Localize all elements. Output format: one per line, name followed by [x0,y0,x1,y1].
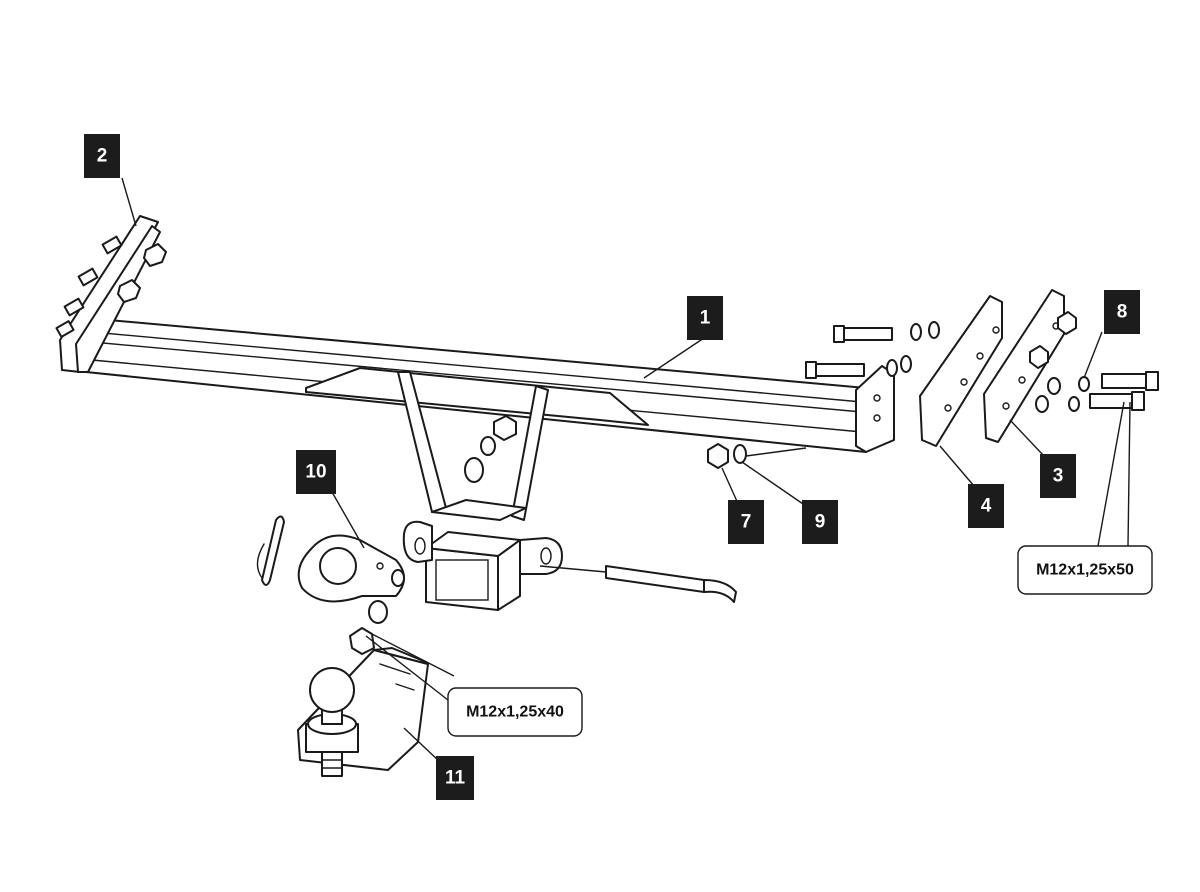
spec-label-m12x1-25x40: M12x1,25x40 [447,687,583,737]
svg-text:2: 2 [97,146,108,167]
callout-7: 7 [728,500,764,544]
svg-text:7: 7 [741,512,752,533]
nut-and-washer [707,443,807,469]
receiver-assembly [397,371,737,611]
svg-text:M12x1,25x40: M12x1,25x40 [466,704,564,721]
outer-plate-part [983,289,1077,443]
ball-mount-part [297,647,429,777]
svg-text:11: 11 [445,768,466,789]
svg-text:4: 4 [981,496,992,517]
callout-3: 3 [1040,454,1076,498]
callout-1: 1 [687,296,723,340]
upper-bolts [805,321,940,379]
socket-bracket-part [256,515,405,655]
svg-text:9: 9 [815,512,826,533]
spec-label-m12x1-25x50: M12x1,25x50 [1017,545,1153,595]
svg-text:M12x1,25x50: M12x1,25x50 [1036,562,1134,579]
callout-4: 4 [968,484,1004,528]
callout-10: 10 [296,450,336,494]
callout-9: 9 [802,500,838,544]
svg-text:10: 10 [305,462,326,483]
callout-11: 11 [436,756,474,800]
leader-lines [121,177,1131,763]
lower-bolts [1035,371,1159,413]
callout-8: 8 [1104,290,1140,334]
crossbar-part [85,317,895,453]
callout-2: 2 [84,134,120,178]
inner-plate-part [919,295,1003,447]
svg-text:1: 1 [700,308,711,329]
svg-text:3: 3 [1053,466,1064,487]
left-bracket-part [55,215,167,373]
svg-text:8: 8 [1117,302,1128,323]
